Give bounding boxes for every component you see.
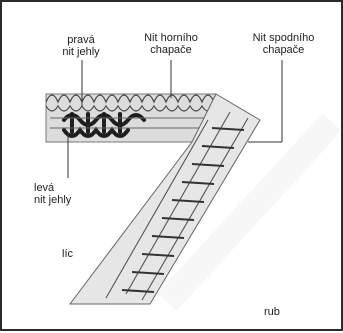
label-back-side: rub — [264, 306, 294, 318]
label-face-side: líc — [62, 248, 92, 260]
label-right-needle-thread: pravá nit jehly — [46, 34, 116, 58]
label-lower-looper-thread: Nit spodního chapače — [236, 32, 331, 56]
label-left-needle-thread: levá nit jehly — [34, 182, 104, 206]
label-upper-looper-thread: Nit horního chapače — [131, 32, 211, 56]
